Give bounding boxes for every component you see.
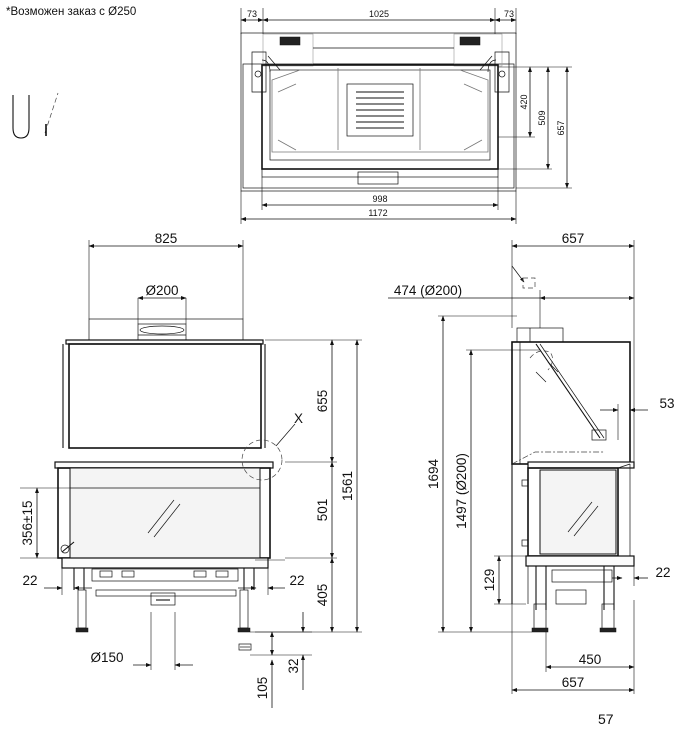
- legs: [75, 589, 252, 651]
- dim-side-height-flue: 1497 (Ø200): [454, 453, 469, 529]
- ash-door: [357, 171, 399, 185]
- door-handle: [60, 544, 70, 554]
- dim-side-right: 22: [655, 565, 670, 580]
- side-reflection-2: [573, 505, 599, 537]
- dim-door-height: 356±15: [20, 501, 35, 546]
- dim-top-left: 73: [247, 9, 257, 19]
- base-mechanism: [73, 568, 255, 606]
- baffle: [346, 83, 414, 137]
- firebox-outline: [261, 64, 499, 170]
- dim-depth-total: 657: [556, 120, 566, 135]
- dim-air-diameter: Ø150: [90, 650, 123, 665]
- glass-reflection-2: [153, 503, 181, 538]
- dim-side-left: 22: [22, 573, 37, 588]
- side-upper-hood: [511, 341, 631, 465]
- dim-top-center: 1025: [369, 9, 389, 19]
- dim-side-right: 22: [289, 573, 304, 588]
- side-base-plate: [525, 555, 635, 567]
- top-view: 73 1025 73 420 509 657 998 1172: [240, 8, 572, 224]
- top-view-body: [240, 32, 517, 192]
- detail-x-circle: [241, 439, 283, 481]
- dim-foot-total: 105: [255, 677, 270, 700]
- door-header: [54, 461, 274, 469]
- dim-side-base: 450: [579, 652, 602, 667]
- dim-side-height-total: 1694: [426, 458, 441, 489]
- top-mount-plate: [88, 318, 244, 342]
- baffle-slats: [356, 91, 404, 129]
- dim-width-total: 1172: [368, 208, 387, 218]
- dim-depth-inner: 420: [519, 94, 529, 109]
- dim-top-right: 73: [504, 9, 514, 19]
- air-inlet: [150, 592, 176, 606]
- glass-reflection-1: [147, 499, 175, 534]
- dim-height-upper: 655: [315, 390, 330, 413]
- dim-height-bottom: 405: [315, 584, 330, 607]
- dim-side-depth-top: 657: [562, 231, 585, 246]
- dim-front-width: 825: [155, 231, 178, 246]
- order-note: *Возможен заказ с Ø250: [6, 6, 137, 18]
- dim-depth-middle: 509: [537, 110, 547, 125]
- side-view: 657 474 (Ø200) 1694 1497 (Ø200) 129 53 2…: [388, 231, 675, 694]
- dim-height-total: 1561: [340, 471, 355, 501]
- dim-width-inner: 998: [372, 194, 387, 204]
- door-strut: [535, 343, 601, 439]
- side-base-mechanism: [535, 566, 615, 610]
- dim-flue-offset: 474 (Ø200): [394, 283, 462, 298]
- right-bracket: [453, 33, 503, 67]
- door-opening-icon: [12, 92, 59, 139]
- direction-marker: [522, 277, 536, 289]
- page-number: 57: [598, 711, 614, 727]
- base-plate: [61, 557, 269, 569]
- dim-height-glass: 501: [315, 499, 330, 522]
- left-clamp: [279, 36, 301, 46]
- side-reflection-1: [567, 501, 593, 533]
- right-clamp: [459, 36, 481, 46]
- front-glass: [69, 467, 261, 559]
- dim-side-depth-bottom: 657: [562, 675, 585, 690]
- upper-hood: [68, 343, 262, 449]
- detail-x-label: X: [294, 411, 303, 426]
- front-view: X 825 Ø200 655 501 405 1561 356±15 22: [20, 231, 362, 708]
- dim-foot-adjust: 32: [286, 658, 301, 673]
- side-glass: [539, 469, 617, 555]
- side-flue-collar: [516, 327, 564, 343]
- left-bracket: [262, 33, 314, 67]
- right-hinge: [479, 51, 510, 93]
- dim-side-offset: 53: [659, 396, 674, 411]
- hinge-swing: [529, 350, 553, 371]
- dim-side-height-low: 129: [482, 569, 497, 592]
- dim-flue-diameter: Ø200: [145, 283, 178, 298]
